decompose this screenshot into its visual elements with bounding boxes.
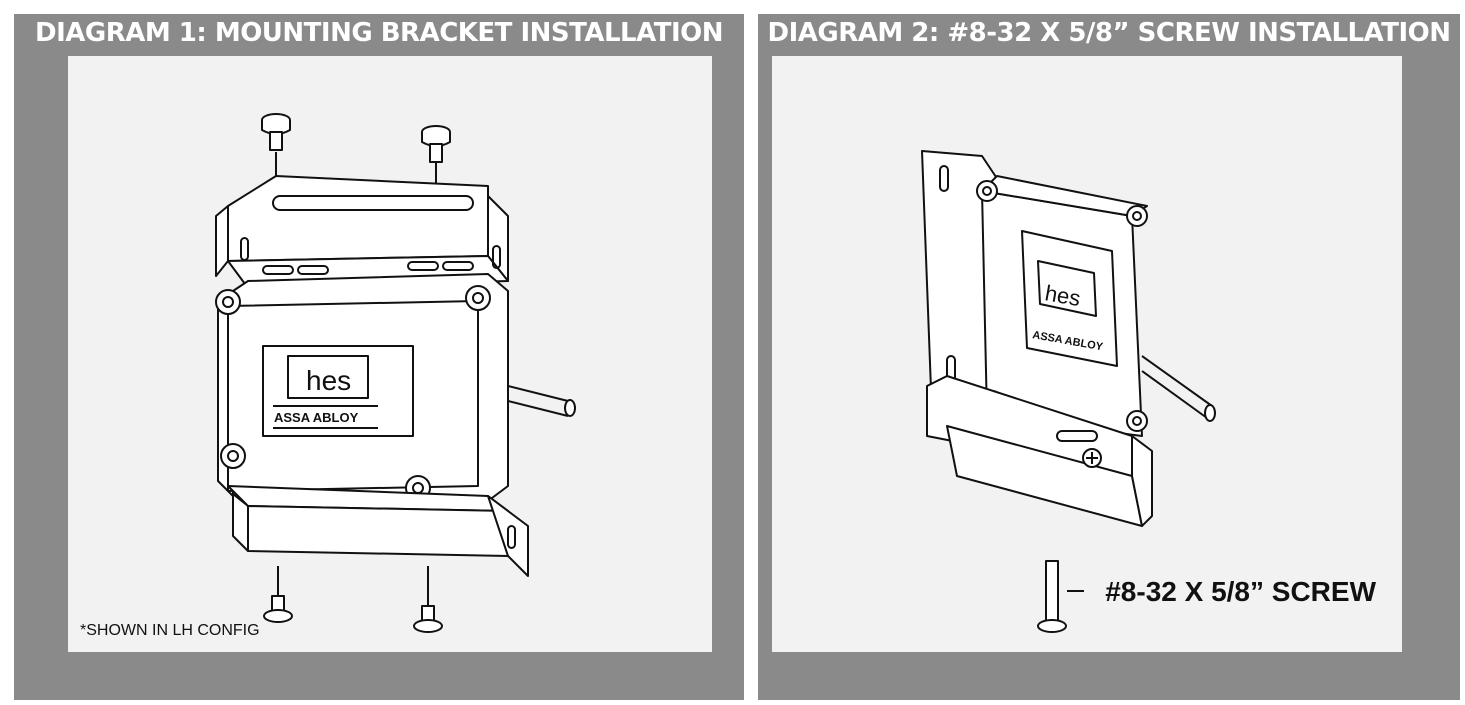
bottom-screw-right	[413, 566, 443, 633]
screw-8-32	[1037, 560, 1084, 633]
diagram-1-canvas: hes ASSA ABLOY *SHOWN IN LH CONFIG	[68, 56, 712, 652]
diagram-2-canvas: hes ASSA ABLOY #8-32 X 5/8” SCREW	[772, 56, 1402, 652]
bottom-screw-left	[263, 566, 293, 623]
diagram-1-title: DIAGRAM 1: MOUNTING BRACKET INSTALLATION	[35, 18, 723, 48]
device-logo-text: hes	[1043, 280, 1082, 311]
screw-callout-label: #8-32 X 5/8” SCREW	[1105, 576, 1376, 607]
diagram-2-title: DIAGRAM 2: #8-32 X 5/8” SCREW INSTALLATI…	[767, 18, 1451, 48]
mounting-bracket-illustration: hes ASSA ABLOY	[215, 113, 576, 633]
top-screw-left	[261, 113, 291, 176]
screw-installation-illustration: hes ASSA ABLOY	[921, 150, 1216, 633]
housing	[215, 273, 576, 509]
device-sublabel-text: ASSA ABLOY	[274, 410, 359, 425]
top-bracket	[215, 175, 509, 289]
housing	[976, 175, 1216, 437]
bottom-bracket	[227, 485, 529, 577]
diagram-1-footnote: *SHOWN IN LH CONFIG	[80, 622, 260, 639]
device-logo-text: hes	[306, 365, 351, 396]
bottom-bracket	[926, 375, 1153, 527]
top-screw-right	[421, 125, 451, 186]
